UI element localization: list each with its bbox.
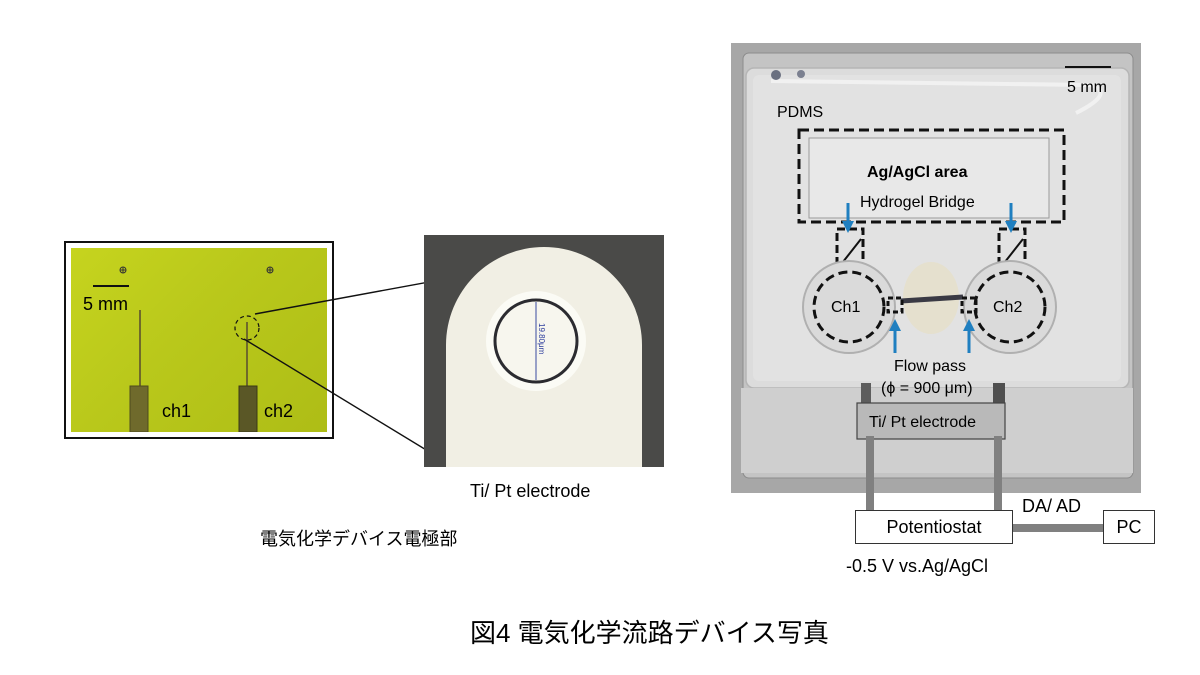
agcl-label: Ag/AgCl area <box>867 164 968 181</box>
figure-title: 図4 電気化学流路デバイス写真 <box>470 618 829 648</box>
micrograph-drawing: 19.80μm <box>446 247 642 467</box>
bridge-label: Hydrogel Bridge <box>860 194 975 211</box>
ch1-well <box>812 270 886 344</box>
chip-surface: 5 mm ch1 ch2 <box>71 248 327 432</box>
flow-arrows <box>889 319 975 353</box>
flow-pass-left <box>886 296 904 314</box>
micrograph-caption: Ti/ Pt electrode <box>470 481 591 501</box>
bridge-arrows <box>842 203 1017 233</box>
pdms-label: PDMS <box>777 104 824 121</box>
potentiostat-box: Potentiostat <box>855 510 1013 544</box>
device-drawing <box>741 52 1134 479</box>
device-scale-label: 5 mm <box>1067 79 1107 96</box>
ch2-pad <box>238 385 258 432</box>
electrode-micrograph: 19.80μm <box>424 235 664 467</box>
bias-label: -0.5 V vs.Ag/AgCl <box>846 556 989 576</box>
ch1-well-label: Ch1 <box>831 299 861 316</box>
daad-label: DA/ AD <box>1022 496 1082 516</box>
electrode-strip-box <box>856 402 1006 440</box>
device-electrode-label: Ti/ Pt electrode <box>869 414 977 431</box>
chip-scale-label: 5 mm <box>83 294 128 314</box>
ch2-label: ch2 <box>264 401 294 421</box>
ch2-well <box>973 270 1047 344</box>
disk-diameter-label: 19.80μm <box>537 323 546 355</box>
alignment-mark-right <box>266 266 274 274</box>
flow-pass-label: Flow pass <box>894 358 967 375</box>
electrode-tip-highlight <box>234 315 260 341</box>
ch1-pad <box>129 385 149 432</box>
ch2-well-label: Ch2 <box>993 299 1023 316</box>
left-caption: 電気化学デバイス電極部 <box>260 529 458 549</box>
electrode-chip-photo: 5 mm ch1 ch2 <box>64 241 334 439</box>
agcl-area-outline <box>797 128 1066 224</box>
chip-drawing <box>93 266 274 432</box>
ch1-label: ch1 <box>162 401 192 421</box>
device-photo: 5 mm PDMS Ag/AgCl area Hydrogel Bridge C… <box>731 43 1141 493</box>
flow-pass-right <box>960 296 978 314</box>
flow-pass-dimension: (ϕ = 900 μm) <box>881 380 973 397</box>
pc-box: PC <box>1103 510 1155 544</box>
alignment-mark-left <box>119 266 127 274</box>
